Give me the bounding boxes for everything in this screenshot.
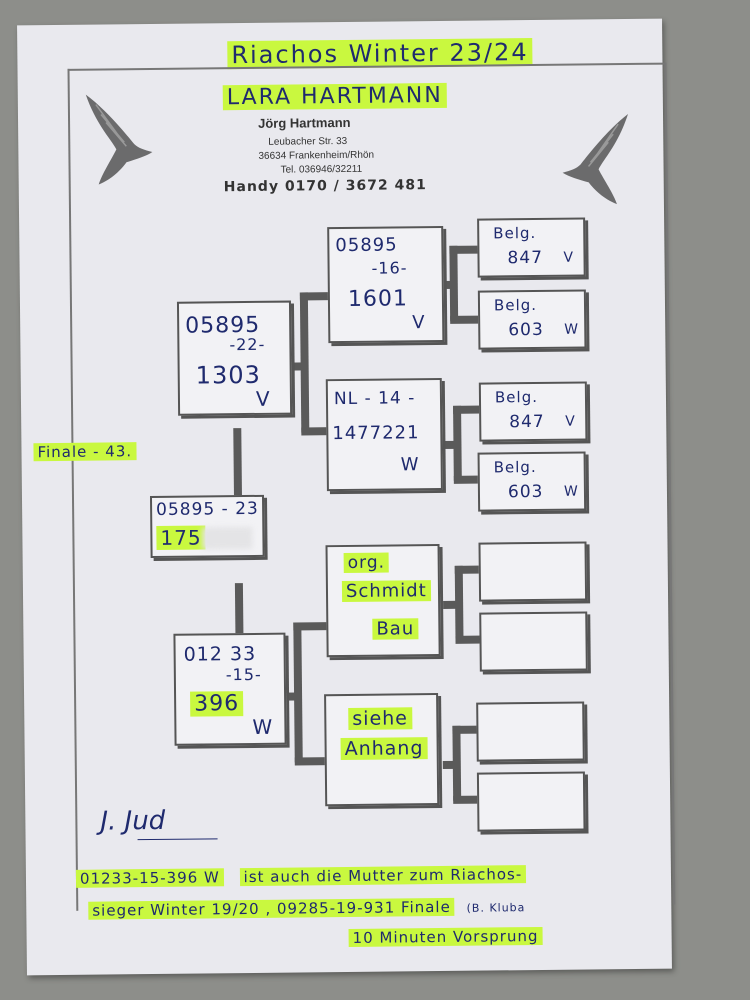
pedigree-box-dam: 012 33 -15- 396 W [173,632,287,746]
pedigree-box-sire-sire: 05895 -16- 1601 V [327,225,445,344]
breeder-name: Jörg Hartmann [258,114,351,131]
sire-sire-line2: -16- [371,258,408,278]
sire-dam-line3: W [400,454,420,476]
dam-line3: 396 [190,691,244,717]
pigeon-logo-left-icon [85,94,153,185]
sire-sire-line3: 1601 [347,286,409,312]
connector-line [441,440,458,449]
pedigree-box-dam-sire: org. Schmidt Bau [325,544,441,658]
gp2-line1: Belg. [493,295,538,315]
dam-line3-row: 396 [190,691,244,717]
connector-line [449,245,480,254]
connector-line [441,280,456,289]
dam-dam-line2-row: Anhang [340,737,428,761]
breeder-city: 36634 Frankenheim/Rhön [258,149,375,162]
gp4-line1: Belg. [493,457,537,477]
gp2-line3: W [564,321,580,338]
connector-line [443,600,460,609]
main-bird-number: 175 [156,525,206,550]
footer-line3: 10 Minuten Vorsprung [348,926,543,947]
signature: J. Jud [100,805,166,837]
pedigree-box-dam-dam: siehe Anhang [324,693,440,807]
owner-name: LARA HARTMANN [222,82,447,111]
breeder-tel: Tel. 036946/32211 [280,163,363,176]
dam-sire-line2: Schmidt [341,580,431,603]
footer-line1-text: ist auch die Mutter zum Riachos- [239,865,527,887]
dam-sire-line1-row: org. [343,552,390,574]
dam-line2: -15- [225,664,262,685]
pedigree-box-sire: 05895 -22- 1303 V [176,300,293,416]
sire-line2: -22- [229,334,266,355]
pedigree-box-sire-dam: NL - 14 - 1477221 W [325,377,443,492]
pigeon-logo-right-icon [562,114,629,205]
pedigree-box-empty [476,771,586,832]
dam-sire-line3-row: Bau [372,618,419,640]
dam-dam-line1-row: siehe [348,707,413,730]
gp1-line2: 847 [507,247,544,269]
sire-sire-line4: V [412,312,426,334]
dam-dam-line1: siehe [348,707,413,730]
dam-sire-line3: Bau [372,618,419,640]
gp1-line1: Belg. [493,223,537,243]
main-bird-number-row: 175 [156,525,206,550]
dam-sire-line2-row: Schmidt [341,580,431,603]
pedigree-box-empty [479,611,588,672]
gp4-line3: W [563,483,579,500]
connector-line [293,622,329,631]
dam-dam-line2: Anhang [340,737,428,761]
owner-row: LARA HARTMANN [222,82,447,111]
pedigree-box-main-bird: 05895 - 23 175 [149,494,265,559]
sire-dam-line1: NL - 14 - [333,388,416,410]
footer-line2-row: sieger Winter 19/20 , 09285-19-931 Final… [88,897,525,920]
dam-line1: 012 33 [183,642,257,666]
gp3-line1: Belg. [494,387,539,407]
dam-line4: W [252,714,274,739]
main-bird-ring-prefix: 05895 - 23 [156,498,259,520]
footer-line2: sieger Winter 19/20 , 09285-19-931 Final… [88,897,455,920]
pedigree-box-gp3: Belg. 847 V [478,381,588,442]
breeder-handy: Handy 0170 / 3672 481 [223,177,427,196]
connector-line [299,292,330,301]
sire-sire-line1: 05895 [335,234,398,257]
connector-line [442,760,459,769]
pedigree-box-empty [478,541,588,602]
footer-ring-code: 01233-15-396 W [75,868,224,888]
pedigree-box-empty [476,701,585,762]
redacted-area [202,526,253,550]
sire-line4: V [255,386,271,411]
gp2-line2: 603 [508,319,544,341]
dam-sire-line1: org. [343,552,390,574]
side-note: Finale - 43. [33,442,137,462]
gp3-line3: V [565,413,576,430]
connector-line [450,315,481,324]
gp1-line3: V [563,249,575,266]
pedigree-box-gp1: Belg. 847 V [477,217,586,278]
side-note-row: Finale - 43. [33,442,137,462]
pedigree-sheet: Riachos Winter 23/24 LARA HARTMANN Jörg … [17,18,676,976]
footer-line3-row: 10 Minuten Vorsprung [348,926,543,947]
pedigree-box-gp2: Belg. 603 W [477,289,587,350]
footer-line2-note: (B. Kluba [466,901,526,915]
gp3-line2: 847 [509,411,545,433]
pedigree-box-gp4: Belg. 603 W [477,451,587,512]
sire-line3: 1303 [195,360,261,390]
breeder-street: Leubacher Str. 33 [268,135,348,148]
sire-dam-line2: 1477221 [332,422,420,445]
gp4-line2: 603 [507,481,544,503]
